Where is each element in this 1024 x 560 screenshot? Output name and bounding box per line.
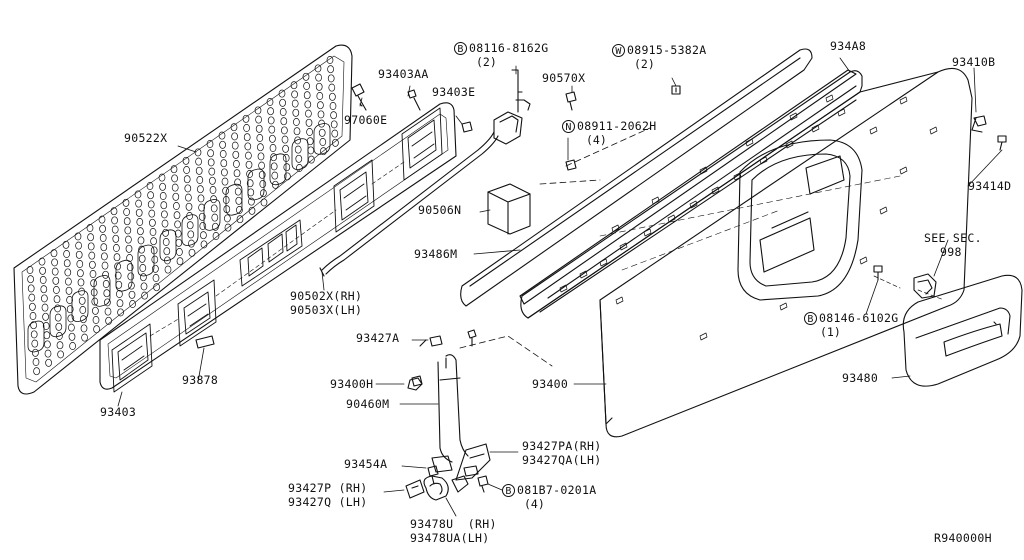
label-90506N: 90506N [418,203,462,217]
callout-circle: B [454,42,467,55]
nut-93400H [407,377,423,391]
edge-strip-934A8 [519,69,857,305]
label-93400H: 93400H [330,377,374,391]
callout-circle: N [562,120,575,133]
cover-strip-93486M [460,48,813,307]
qty-081B7: (4) [524,497,545,511]
label-934A8: 934A8 [830,39,867,53]
leader-lines [117,57,1003,517]
label-90502X: 90502X(RH) [290,289,363,303]
label-see-sec: SEE SEC. [924,231,982,245]
qty-08911: (4) [586,133,607,147]
label-93454A: 93454A [344,457,388,471]
callout-circle: B [502,484,515,497]
label-90503X: 90503X(LH) [290,303,363,317]
label-93878 [195,335,215,349]
label-93878: 93878 [182,373,219,387]
label-93427A: 93427A [356,331,400,345]
qty-08915: (2) [634,57,655,71]
label-93427QA: 93427QA(LH) [522,453,602,467]
label-90460M: 90460M [346,397,390,411]
label-97060E: 97060E [344,113,388,127]
label-93480: 93480 [842,371,879,385]
qty-08116: (2) [476,55,497,69]
label-93478U: 93478U (RH) [410,517,497,531]
label-93478UA: 93478UA(LH) [410,531,490,545]
label-93400: 93400 [532,377,569,391]
diagram-reference-code: R940000H [934,531,992,545]
foam-block-90506N [487,183,531,235]
label-93486M: 93486M [414,247,458,261]
label-90522X: 90522X [124,131,168,145]
label-93414D: 93414D [968,179,1012,193]
label-93427Q: 93427Q (LH) [288,495,368,509]
cable-90460M [431,354,491,481]
handle-cover-93480 [902,274,1023,387]
liner-panel-90522X [13,44,353,395]
label-93410B: 93410B [952,55,996,69]
label-93427P: 93427P (RH) [288,481,368,495]
part-number: 08116-8162G [469,41,549,55]
inner-panel-93403 [99,102,457,393]
lock-actuator [493,69,531,145]
qty-08146: (1) [820,325,841,339]
label-90570X: 90570X [542,71,586,85]
callout-circle: B [804,312,817,325]
label-see-sec-998: 998 [940,245,962,259]
label-93403: 93403 [100,405,137,419]
label-93427PA: 93427PA(RH) [522,439,602,453]
tailgate-93400 [459,67,973,438]
part-number: 081B7-0201A [517,483,597,497]
part-number: 08146-6102G [819,311,899,325]
label-93403E: 93403E [432,85,476,99]
part-number: 08915-5382A [627,43,707,57]
label-93403AA: 93403AA [378,67,429,81]
screws [351,83,1007,493]
part-number: 08911-2062H [577,119,657,133]
callout-circle: W [612,44,625,57]
hinge-pivot-93478U [405,475,469,501]
